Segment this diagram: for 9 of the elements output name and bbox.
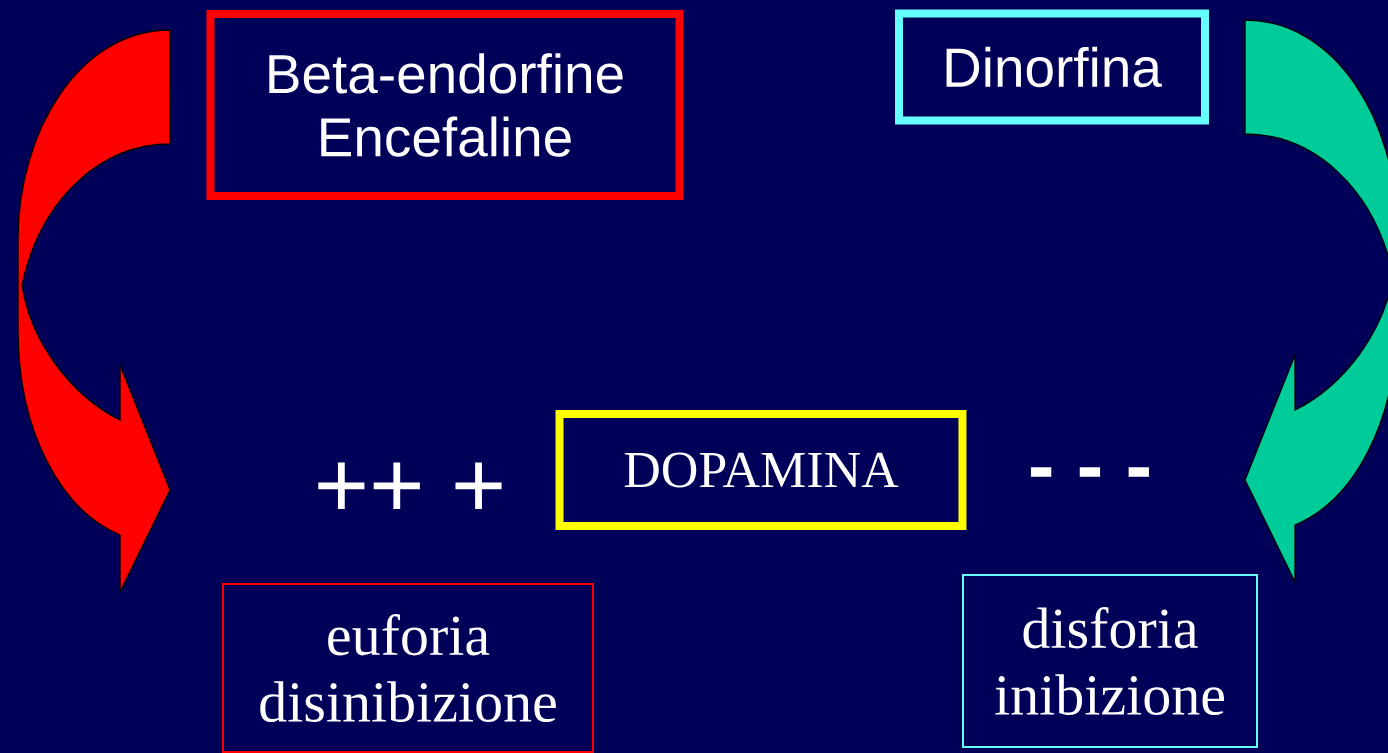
curved-arrow	[17, 29, 171, 593]
text-box: Beta-endorfine Encefaline	[206, 10, 684, 200]
text-box: DOPAMINA	[555, 410, 967, 530]
text-box: Dinorfina	[895, 9, 1209, 125]
sign-label: - - -	[1030, 467, 1149, 477]
text-box: euforia disinibizione	[222, 583, 594, 753]
curved-arrow	[1244, 19, 1388, 583]
text-box: disforia inibizione	[962, 574, 1258, 748]
sign-label: ++ +	[318, 462, 502, 510]
